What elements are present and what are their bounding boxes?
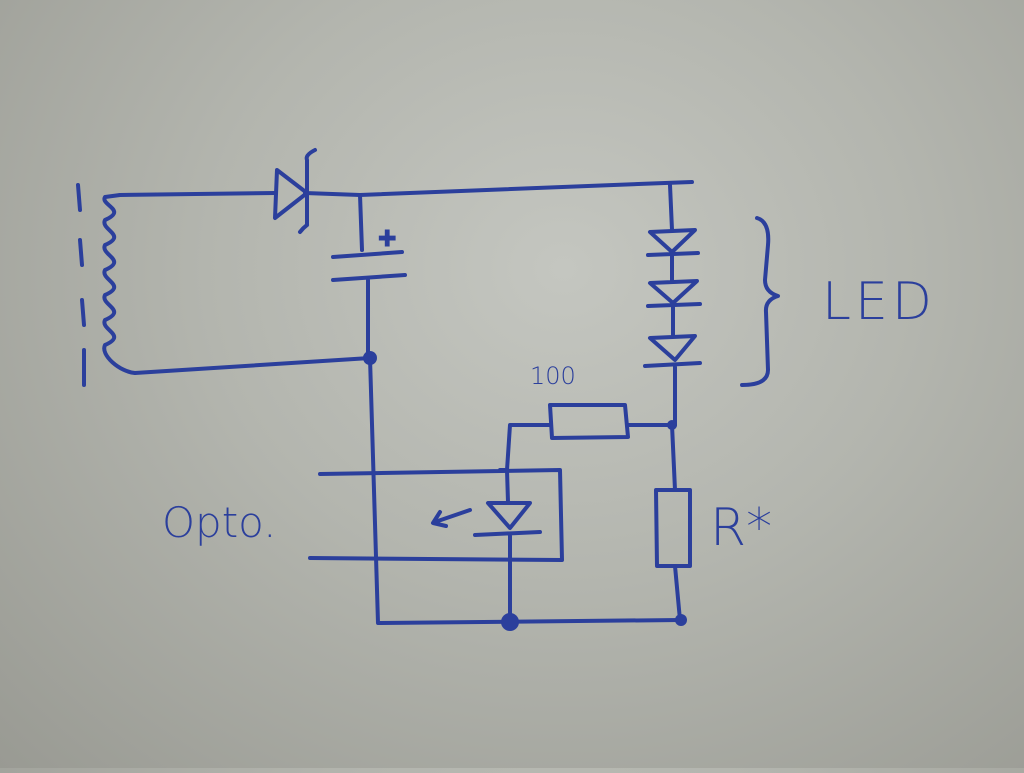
wire-left-vertical (368, 356, 682, 625)
wire-coil-return (133, 356, 372, 375)
capacitor (331, 193, 407, 359)
resistor-r-star (654, 423, 692, 622)
led-label: LED (822, 272, 936, 332)
inductor-coil (102, 193, 137, 375)
transformer-core (76, 183, 86, 387)
junction (501, 613, 519, 631)
opto-label: Opto. (162, 498, 277, 547)
resistor-100-label: 100 (530, 362, 576, 390)
resistor-100 (505, 403, 674, 472)
resistor-r-label: R* (710, 498, 773, 558)
opto-arrow (431, 508, 472, 528)
junction (675, 614, 687, 626)
capacitor-plus-label: + (378, 226, 396, 251)
zener-diode (273, 148, 317, 234)
led-brace (740, 216, 780, 387)
led-string (643, 183, 702, 427)
wire-top (118, 180, 694, 197)
opto-led (473, 468, 542, 622)
